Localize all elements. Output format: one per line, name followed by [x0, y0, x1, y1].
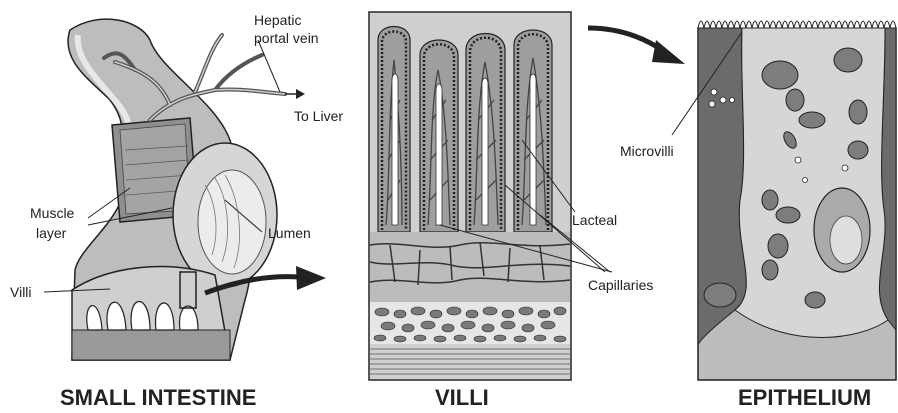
small-intestine-panel: Hepatic portal vein To Liver Muscle laye…	[10, 12, 343, 410]
label-lacteal: Lacteal	[572, 212, 617, 228]
label-muscle-line2: layer	[36, 225, 67, 241]
label-to-liver: To Liver	[294, 108, 343, 124]
caption-small-intestine: SMALL INTESTINE	[60, 385, 256, 410]
arrow-to-epithelium-head	[652, 40, 685, 64]
caption-epithelium: EPITHELIUM	[738, 385, 871, 410]
label-lumen: Lumen	[268, 225, 311, 241]
hepatic-leader	[258, 40, 280, 92]
caption-villi: VILLI	[435, 385, 489, 410]
villi-panel: Lacteal Capillaries VILLI	[369, 12, 685, 410]
label-villi: Villi	[10, 284, 32, 300]
label-hepatic-line1: Hepatic	[254, 12, 301, 28]
nucleolus	[830, 216, 862, 264]
epithelial-cell	[735, 28, 888, 338]
label-microvilli: Microvilli	[620, 143, 674, 159]
intestine-wall-base	[72, 330, 230, 360]
epithelium-panel: Microvilli EPITHELIUM	[620, 21, 896, 410]
label-muscle-line1: Muscle	[30, 205, 75, 221]
to-liver-arrowhead	[296, 89, 305, 99]
arrow-to-epithelium-panel	[588, 28, 665, 52]
lumen-inner	[198, 170, 266, 274]
label-capillaries: Capillaries	[588, 277, 653, 293]
microvilli-fringe	[698, 21, 896, 28]
arrow-to-villi-head	[296, 266, 326, 290]
label-hepatic-line2: portal vein	[254, 30, 319, 46]
